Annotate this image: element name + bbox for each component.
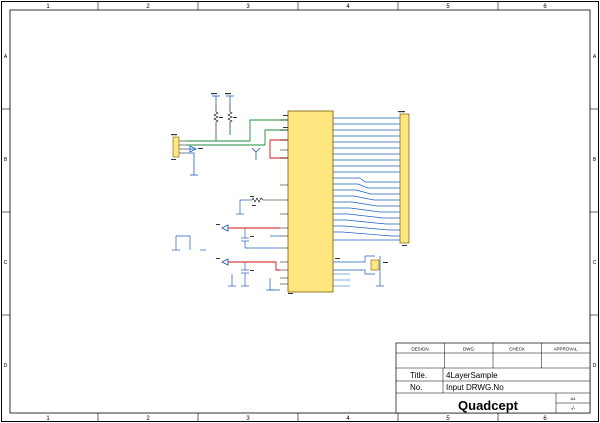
- isolated-net: [172, 235, 206, 251]
- schematic-circuit[interactable]: [171, 93, 410, 294]
- col-label: 5: [446, 4, 450, 10]
- row-label: A: [593, 54, 597, 60]
- bus-wires: [333, 117, 400, 241]
- row-label: D: [4, 363, 8, 369]
- col-label: 3: [246, 4, 250, 10]
- col-label: 3: [246, 416, 250, 422]
- connector-left-pins: [179, 140, 186, 154]
- col-label: 6: [543, 416, 547, 422]
- cap-section-1[interactable]: [220, 224, 280, 232]
- col-label: 2: [146, 416, 150, 422]
- main-ic[interactable]: [287, 110, 334, 293]
- sheet-border-inner: [9, 9, 591, 414]
- wires-red-top: [269, 139, 288, 159]
- col-label: 4: [346, 416, 350, 422]
- row-label: B: [4, 157, 8, 163]
- connector-left[interactable]: [172, 136, 180, 158]
- ic-left-pins: [280, 119, 288, 285]
- cap-section-2[interactable]: [220, 258, 280, 271]
- col-label: 1: [46, 416, 50, 422]
- cap-section-1-blue: [241, 228, 280, 249]
- title-block-header: DESIGN: [411, 347, 428, 352]
- resistors-pullup[interactable]: [213, 104, 233, 132]
- ground-r1: [236, 199, 248, 215]
- page-number-value: -/-: [571, 406, 576, 412]
- col-label: 1: [46, 4, 50, 10]
- crystal-section[interactable]: [333, 255, 384, 287]
- title-block-header: APPROVAL: [554, 347, 578, 352]
- connector-right[interactable]: [399, 113, 410, 244]
- row-label: C: [4, 260, 8, 266]
- drawing-no-value: Input DRWG.No: [446, 383, 504, 392]
- crystal[interactable]: [370, 259, 380, 271]
- title-block-header: CHECK: [509, 347, 525, 352]
- sheet-size-value: A4: [571, 396, 577, 401]
- column-labels-bottom: 1 2 3 4 5 6: [46, 416, 547, 422]
- wires-blue-left: [186, 145, 198, 176]
- drawing-no-label: No.: [410, 383, 422, 392]
- wires-green: [186, 119, 288, 146]
- row-labels-left: A B C D: [4, 54, 8, 369]
- col-label: 6: [543, 4, 547, 10]
- column-labels-top: 1 2 3 4 5 6: [46, 4, 547, 10]
- col-label: 2: [146, 4, 150, 10]
- row-labels-right: A B C D: [593, 54, 597, 369]
- title-label: Title.: [410, 371, 427, 380]
- title-block: DESIGN DWG CHECK APPROVAL Title. 4LayerS…: [395, 342, 591, 414]
- row-label: B: [593, 157, 597, 163]
- power-symbol-mid: [251, 147, 261, 160]
- cap-section-2-blue: [228, 262, 280, 291]
- quadcept-logo: Quadcept: [458, 398, 519, 413]
- row-label: D: [593, 363, 597, 369]
- ic-right-lower-pins: [333, 273, 350, 287]
- col-label: 5: [446, 416, 450, 422]
- row-label: A: [4, 54, 8, 60]
- col-label: 4: [346, 4, 350, 10]
- component-label-marks: [171, 93, 407, 294]
- title-block-header: DWG: [463, 347, 474, 352]
- title-value: 4LayerSample: [446, 371, 498, 380]
- resistor-r1[interactable]: [248, 197, 280, 203]
- row-label: C: [593, 260, 597, 266]
- power-symbols-top: [212, 95, 234, 104]
